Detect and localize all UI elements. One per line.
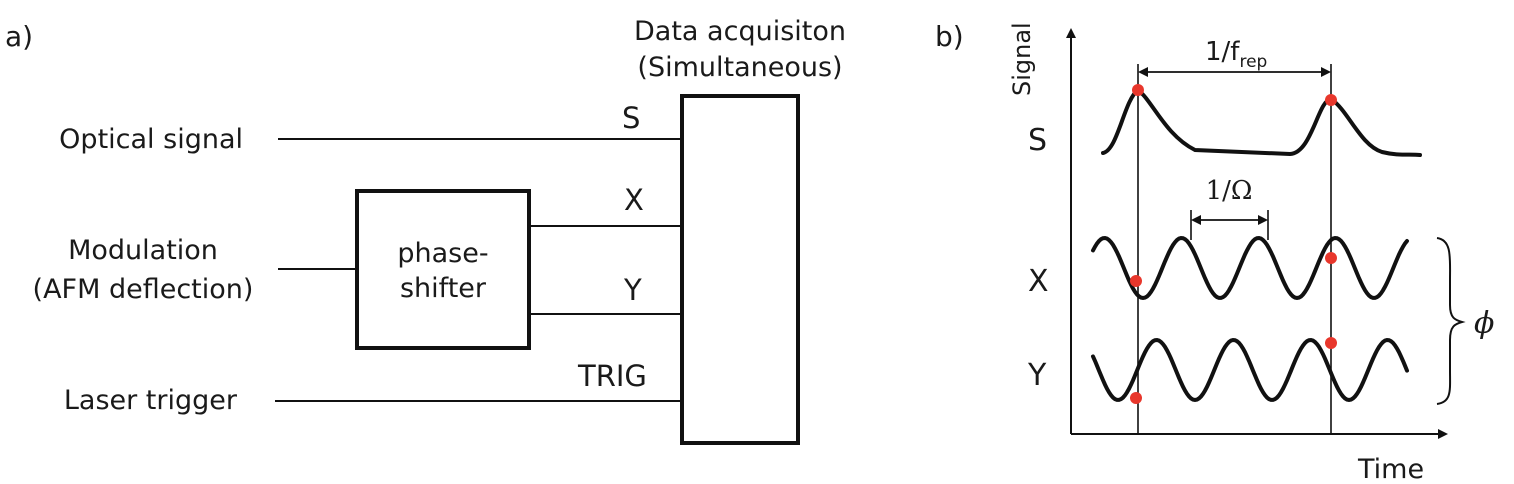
sample-dot-y-1 (1130, 392, 1142, 404)
channel-x-label: X (624, 183, 644, 217)
panel-b-label: b) (935, 20, 964, 53)
phase-shifter-box (355, 189, 531, 350)
panel-a: a) Data acquisiton (Simultaneous) Optica… (5, 16, 846, 445)
sample-dot-x-1 (1130, 275, 1142, 287)
laser-trigger-label: Laser trigger (64, 385, 238, 416)
trace-x-label: X (1028, 264, 1049, 299)
modulation-label-line2: (AFM deflection) (33, 274, 254, 305)
trace-s (1101, 87, 1422, 157)
sample-dot-y-2 (1325, 337, 1337, 349)
trace-x (1091, 235, 1409, 301)
optical-signal-label: Optical signal (59, 124, 243, 155)
channel-trig-label: TRIG (577, 359, 647, 393)
x-axis-label: Time (1357, 454, 1424, 484)
channel-s-label: S (622, 101, 640, 135)
mod-period-label: 1/Ω (1206, 176, 1253, 206)
panel-b: b) Signal Time S X Y 1/frep 1/Ω ϕ (935, 20, 1494, 484)
sample-dot-x-2 (1325, 252, 1337, 264)
phase-shifter-label-line2: shifter (400, 273, 487, 304)
trace-s-label: S (1028, 123, 1047, 158)
phase-symbol: ϕ (1474, 306, 1494, 341)
phase-brace (1436, 237, 1466, 405)
sample-dot-s-2 (1325, 94, 1337, 106)
daq-box (680, 94, 800, 445)
panel-a-label: a) (5, 20, 33, 53)
daq-title-line2: (Simultaneous) (637, 52, 842, 83)
daq-title-line1: Data acquisiton (634, 16, 846, 47)
phase-shifter-label-line1: phase- (397, 238, 488, 269)
trace-y (1091, 337, 1409, 403)
modulation-label-line1: Modulation (68, 235, 218, 266)
trace-y-label: Y (1027, 358, 1047, 393)
sample-dot-s-1 (1132, 84, 1144, 96)
y-axis-label: Signal (1008, 22, 1036, 96)
channel-y-label: Y (623, 273, 642, 307)
rep-period-label: 1/frep (1205, 37, 1267, 72)
